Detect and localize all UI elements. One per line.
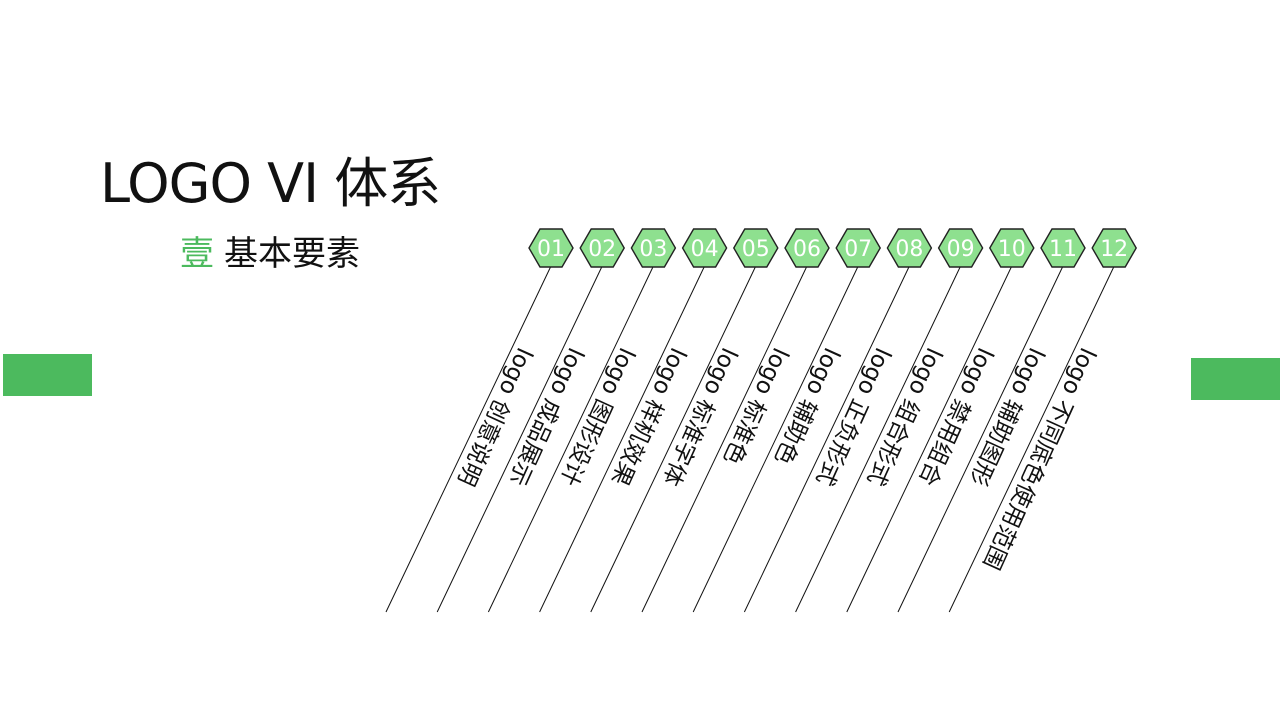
item-number: 01 (537, 237, 565, 262)
section-name: 基本要素 (224, 234, 360, 274)
connector-line (846, 265, 1013, 613)
item-number: 11 (1049, 237, 1077, 262)
connector-line (743, 265, 910, 613)
hexagon-badge (1040, 228, 1086, 268)
hexagon-badge (630, 228, 677, 268)
hexagon-badge (784, 228, 830, 268)
item-number: 04 (691, 237, 719, 262)
connector-line (795, 265, 962, 613)
hexagon-badge (988, 228, 1035, 268)
hexagon-badge (835, 228, 882, 268)
item-number: 10 (998, 237, 1026, 262)
connector-line (948, 265, 1115, 613)
hexagon-badge (579, 228, 626, 268)
hexagon-badge (732, 228, 779, 268)
item-number: 06 (793, 237, 821, 262)
connector-line (487, 265, 654, 613)
section-number: 壹 (180, 234, 214, 274)
item-number: 05 (742, 237, 770, 262)
item-number: 07 (844, 237, 872, 262)
connector-line (692, 265, 859, 613)
hexagon-badge (681, 228, 728, 268)
connector-line (436, 265, 603, 613)
hexagon-badge (1091, 228, 1138, 268)
section-subtitle: 壹基本要素 (180, 234, 360, 274)
connector-line (590, 265, 757, 613)
hexagon-badge (937, 228, 984, 268)
connector-line (897, 265, 1064, 613)
page-title: LOGO VI 体系 (100, 152, 441, 215)
hexagon-badge (528, 228, 574, 268)
item-number: 12 (1100, 237, 1128, 262)
item-number: 09 (947, 237, 975, 262)
item-number: 03 (639, 237, 667, 262)
left-accent-bar (3, 354, 92, 396)
right-accent-bar (1191, 358, 1280, 400)
connector-line (385, 265, 552, 613)
connector-line (539, 265, 706, 613)
connector-line (641, 265, 808, 613)
item-number: 02 (588, 237, 616, 262)
item-number: 08 (895, 237, 923, 262)
hexagon-badge (886, 228, 933, 268)
